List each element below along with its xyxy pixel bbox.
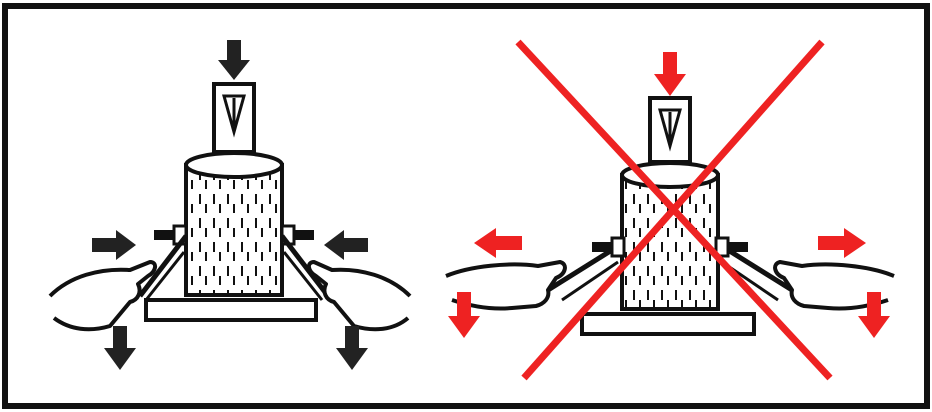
splitter-wedge-icon xyxy=(212,82,256,154)
panel-correct xyxy=(48,40,412,370)
down-arrow-right-red-icon xyxy=(858,292,890,338)
down-arrow-left-icon xyxy=(104,326,136,370)
down-arrow-left-red-icon xyxy=(448,292,480,338)
right-hand-icon xyxy=(307,260,412,332)
right-handle-icon xyxy=(714,236,794,302)
squeeze-arrow-left-icon xyxy=(92,230,136,260)
log-icon xyxy=(184,151,284,297)
left-hand-icon xyxy=(48,260,157,332)
outer-border xyxy=(2,3,930,409)
down-arrow-right-icon xyxy=(336,326,368,370)
push-down-arrow-icon xyxy=(218,40,250,80)
pull-out-arrow-left-icon xyxy=(474,228,522,258)
base-plate xyxy=(144,298,318,322)
push-down-arrow-red-icon xyxy=(654,52,686,96)
pull-out-arrow-right-icon xyxy=(818,228,866,258)
right-handle-icon xyxy=(280,224,330,301)
left-handle-icon xyxy=(546,236,626,302)
splitter-wedge-icon xyxy=(648,96,692,164)
left-hand-icon xyxy=(445,260,567,311)
prohibited-x-icon xyxy=(515,39,833,381)
left-handle-icon xyxy=(138,224,188,301)
panel-incorrect xyxy=(445,39,895,381)
log-icon xyxy=(620,161,720,311)
squeeze-arrow-right-icon xyxy=(324,230,368,260)
base-plate xyxy=(580,312,756,336)
right-hand-icon xyxy=(773,260,895,311)
